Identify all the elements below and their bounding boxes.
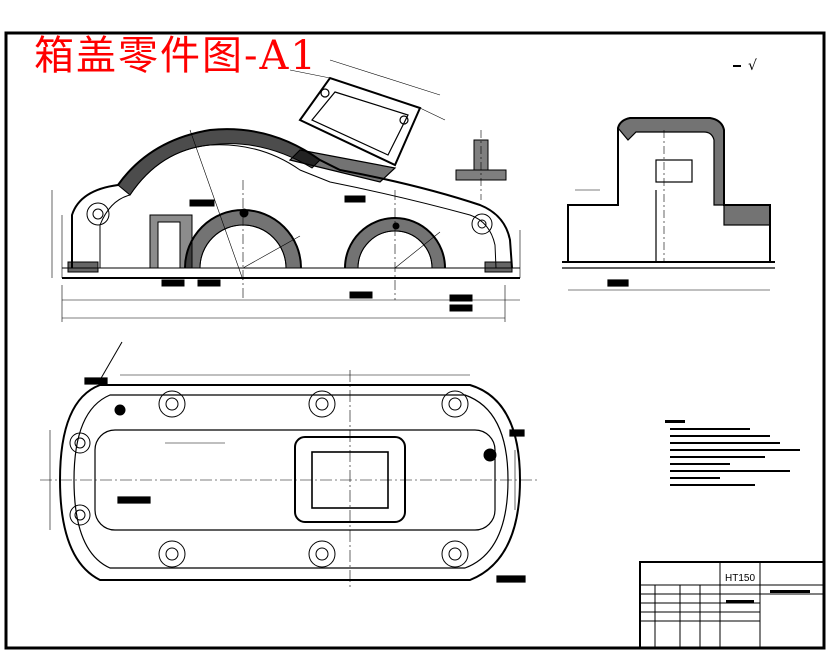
title-block: HT150 <box>639 561 825 649</box>
roughness-symbol: √ <box>733 58 757 74</box>
svg-text:√: √ <box>748 58 757 74</box>
section-detail <box>455 130 507 200</box>
material-label: HT150 <box>725 573 755 584</box>
inspection-cover-detail <box>288 59 446 183</box>
drawing-title: 箱盖零件图-A1 <box>34 33 318 79</box>
front-view <box>51 128 521 322</box>
side-view <box>562 117 775 291</box>
outer-border <box>4 31 826 650</box>
technical-notes <box>665 420 800 486</box>
top-view <box>40 341 540 590</box>
